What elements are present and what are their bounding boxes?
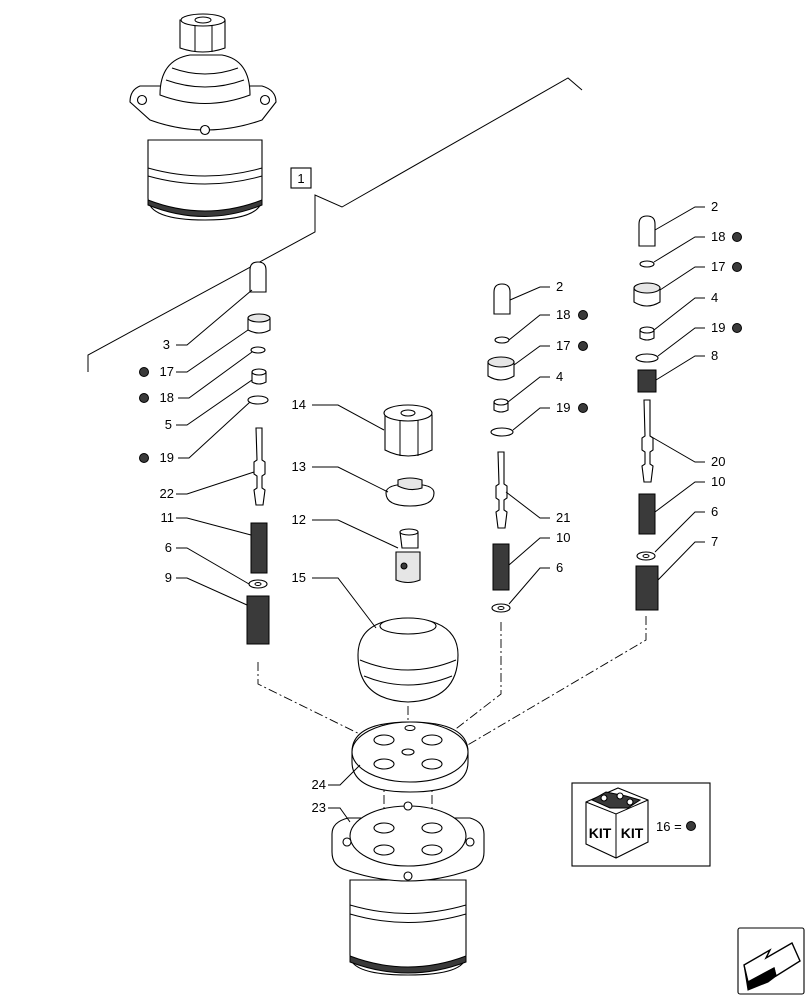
kit-box-icon: KIT KIT [585, 787, 649, 859]
housing-23 [331, 801, 485, 976]
callout-1: 1 [297, 171, 304, 186]
kit-legend: KIT KIT 16 = [571, 782, 711, 867]
dot-icon [732, 262, 742, 272]
callout-6-center: 6 [556, 560, 563, 575]
navigation-arrow[interactable] [737, 927, 805, 995]
callout-18-left: 18 [160, 390, 174, 405]
dot-icon [578, 310, 588, 320]
callout-18-right: 18 [711, 229, 725, 244]
dot-icon [139, 453, 149, 463]
callout-5: 5 [165, 417, 172, 432]
right-pusher-stack [633, 215, 661, 611]
kit-label-right: KIT [621, 825, 644, 841]
callout-17-center: 17 [556, 338, 570, 353]
callout-7: 7 [711, 534, 718, 549]
dot-icon [732, 232, 742, 242]
callout-10-center: 10 [556, 530, 570, 545]
callout-19-left: 19 [160, 450, 174, 465]
callout-17-right: 17 [711, 259, 725, 274]
callout-19-right: 19 [711, 320, 725, 335]
callout-3: 3 [163, 337, 170, 352]
callout-8: 8 [711, 348, 718, 363]
callout-6-left: 6 [165, 540, 172, 555]
center-right-pusher-stack [487, 283, 515, 613]
callout-6-right: 6 [711, 504, 718, 519]
callout-2-right: 2 [711, 199, 718, 214]
center-stack [357, 404, 459, 703]
callout-12: 12 [292, 512, 306, 527]
left-pusher-stack [246, 261, 271, 645]
callout-23: 23 [312, 800, 326, 815]
dot-icon [139, 393, 149, 403]
plate-24 [351, 721, 469, 793]
callout-18-center: 18 [556, 307, 570, 322]
callout-17-left: 17 [160, 364, 174, 379]
assembled-joystick-unit [129, 13, 277, 221]
dot-icon [732, 323, 742, 333]
callout-4-right: 4 [711, 290, 718, 305]
callout-13: 13 [292, 459, 306, 474]
callout-20: 20 [711, 454, 725, 469]
callout-21: 21 [556, 510, 570, 525]
callout-15: 15 [292, 570, 306, 585]
callout-19-center: 19 [556, 400, 570, 415]
callout-24: 24 [312, 777, 326, 792]
kit-label-left: KIT [589, 825, 612, 841]
dot-icon [686, 821, 696, 831]
kit-legend-text: 16 = [656, 819, 682, 834]
callout-9: 9 [165, 570, 172, 585]
dot-icon [578, 341, 588, 351]
callout-11: 11 [161, 510, 175, 525]
callout-2-center: 2 [556, 279, 563, 294]
callout-4-center: 4 [556, 369, 563, 384]
callout-14: 14 [292, 397, 306, 412]
dot-icon [578, 403, 588, 413]
callout-22: 22 [160, 486, 174, 501]
callout-box-1 [290, 167, 312, 189]
dot-icon [139, 367, 149, 377]
callout-10-right: 10 [711, 474, 725, 489]
